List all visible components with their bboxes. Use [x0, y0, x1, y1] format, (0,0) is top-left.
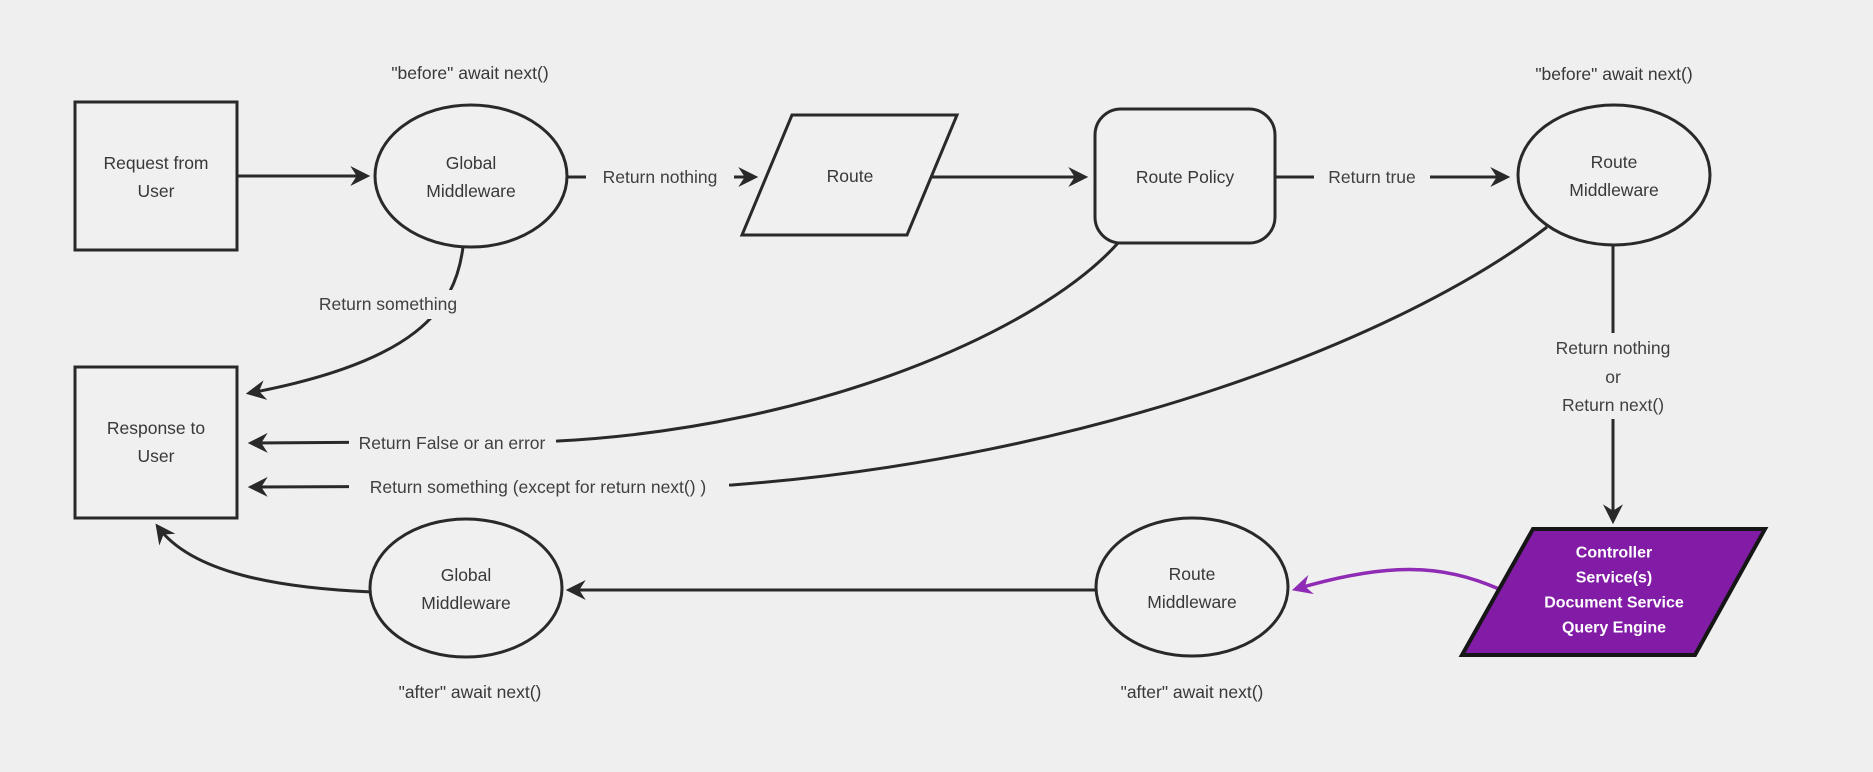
request-node: Request from User [73, 100, 239, 252]
edge-controller-to-route-middleware-after [1291, 567, 1500, 595]
request-node-label-line2: User [138, 181, 175, 201]
annotation-before-await-global: "before" await next() [391, 63, 548, 83]
edge-label-return-something: Return something [319, 294, 457, 314]
global-middleware-after-shape [368, 517, 564, 659]
annotation-after-await-global: "after" await next() [399, 682, 542, 702]
route-node-shape [739, 113, 960, 237]
label-background [349, 429, 556, 458]
route-middleware-after-shape [1094, 516, 1290, 658]
label-background [586, 162, 734, 192]
route-middleware-before-shape [1516, 103, 1712, 247]
global-middleware-before-node: Global Middleware [373, 103, 569, 249]
controller-services-label-line3: Document Service [1544, 595, 1684, 612]
edge-label-return-true: Return true [1328, 167, 1416, 187]
global-middleware-before-label-line1: Global [446, 153, 497, 173]
label-background [310, 290, 465, 319]
edge-route-middleware-to-response [247, 225, 1548, 497]
edge-global-middleware-to-response [245, 246, 465, 400]
global-middleware-after-node: Global Middleware [368, 517, 564, 659]
edge-label-return-something-except: Return something (except for return next… [370, 477, 707, 497]
label-background [349, 473, 729, 502]
edge-route-policy-to-response [247, 241, 1120, 453]
edge-label-return-nothing-or-line3: Return next() [1562, 395, 1664, 415]
route-node-label: Route [827, 166, 874, 186]
controller-services-label-line2: Service(s) [1576, 570, 1653, 587]
global-middleware-before-label-line2: Middleware [426, 181, 515, 201]
route-middleware-after-label-line2: Middleware [1147, 592, 1236, 612]
controller-services-label-line1: Controller [1576, 545, 1652, 562]
request-node-label-line1: Request from [103, 153, 208, 173]
route-policy-node-shape [1093, 107, 1277, 245]
label-background [1518, 333, 1708, 419]
route-middleware-after-label-line1: Route [1169, 564, 1216, 584]
response-node: Response to User [73, 365, 239, 520]
route-middleware-before-label-line1: Route [1591, 152, 1638, 172]
route-node: Route [739, 113, 960, 237]
route-middleware-after-node: Route Middleware [1094, 516, 1290, 658]
request-node-shape [73, 100, 239, 252]
global-middleware-after-label-line2: Middleware [421, 593, 510, 613]
controller-services-label-line4: Query Engine [1562, 620, 1666, 637]
annotation-after-await-route: "after" await next() [1121, 682, 1264, 702]
response-node-shape [73, 365, 239, 520]
label-background [1314, 162, 1430, 192]
edge-label-return-nothing-or-line1: Return nothing [1556, 338, 1671, 358]
edge-label-return-false-or-error: Return False or an error [359, 433, 546, 453]
response-node-label-line2: User [138, 446, 175, 466]
route-policy-node: Route Policy [1093, 107, 1277, 245]
response-node-label-line1: Response to [107, 418, 205, 438]
global-middleware-after-label-line1: Global [441, 565, 492, 585]
edge-label-return-nothing: Return nothing [603, 167, 718, 187]
route-middleware-before-node: Route Middleware [1516, 103, 1712, 247]
controller-services-node: Controller Service(s) Document Service Q… [1458, 527, 1769, 657]
controller-services-shape [1458, 527, 1769, 657]
edge-label-return-nothing-or-line2: or [1605, 367, 1621, 387]
annotation-before-await-route: "before" await next() [1535, 64, 1692, 84]
global-middleware-before-shape [373, 103, 569, 249]
route-middleware-before-label-line2: Middleware [1569, 180, 1658, 200]
route-policy-node-label: Route Policy [1136, 167, 1234, 187]
edge-global-middleware-after-to-response [155, 523, 373, 594]
